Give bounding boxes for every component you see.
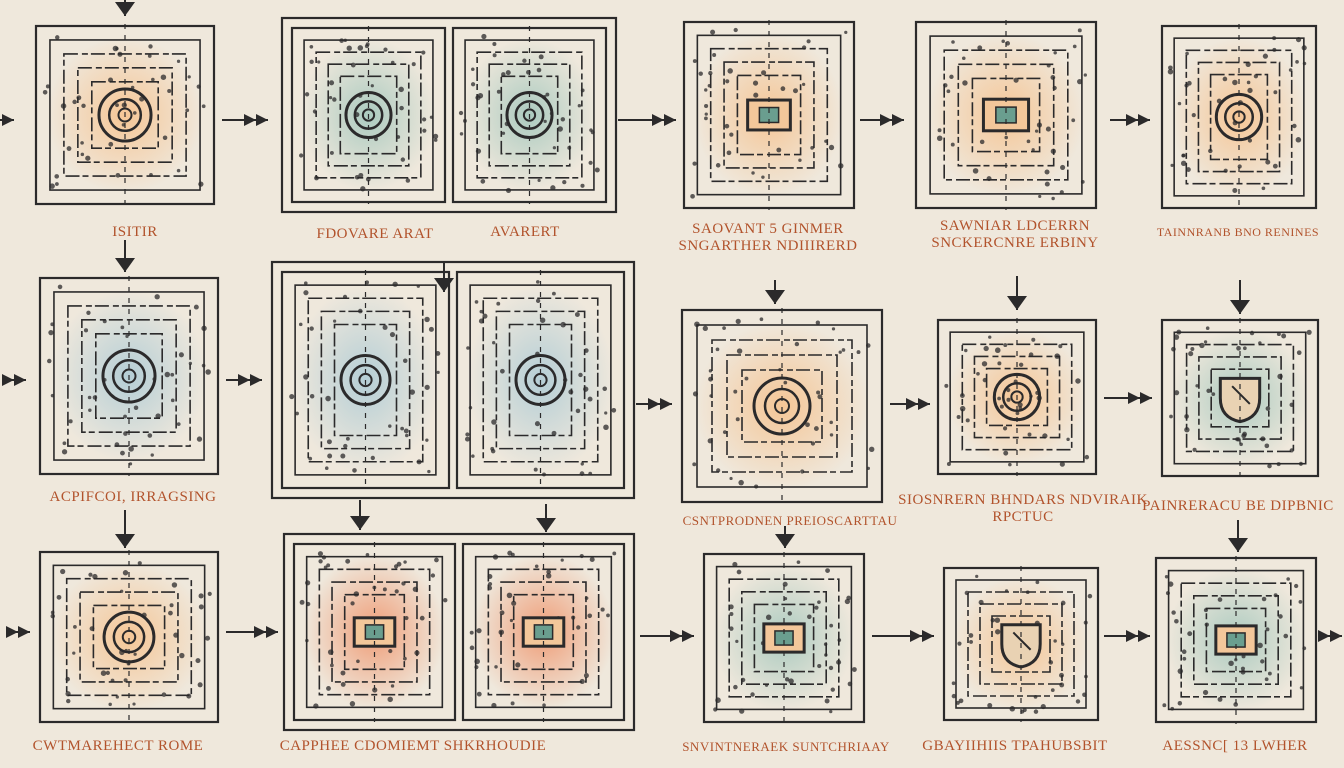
arrow-v-r3-4 bbox=[775, 526, 795, 548]
arrow-r1-2 bbox=[618, 114, 676, 126]
label-r1-1: ISITIR bbox=[112, 224, 158, 240]
label-r2-4: PAINRERACU BE DIPBNIC bbox=[1142, 498, 1334, 514]
arrow-v-r2-2 bbox=[434, 262, 454, 292]
arrow-v-r3-2 bbox=[350, 500, 370, 530]
arrow-r2-3 bbox=[890, 398, 930, 410]
label-r3-1: CWTMAREHECT ROME bbox=[32, 738, 204, 754]
label-r1-2: FDOVARE ARAT bbox=[316, 226, 434, 242]
label-r3-4: GBAYIIHIIS TPAHUBSBIT bbox=[922, 738, 1108, 754]
arrow-r3-2 bbox=[640, 630, 694, 642]
arrow-r1-3 bbox=[860, 114, 904, 126]
arrow-v-r1 bbox=[115, 0, 135, 16]
arrow-v-r3-5 bbox=[1228, 520, 1248, 552]
label-r3-2: CAPPHEE CDOMIEMT SHKRHOUDIE bbox=[279, 738, 547, 754]
arrow-r2-4 bbox=[1104, 392, 1152, 404]
label-r1-3: AVARERT bbox=[490, 224, 560, 240]
arrow-r3-in bbox=[6, 626, 30, 638]
maze-box-r3b1 bbox=[38, 550, 220, 724]
maze-box-r2b4 bbox=[936, 318, 1098, 476]
label-r1-4: SAOVANT 5 GINMER SNGARTHER NDIIIRERD bbox=[678, 221, 858, 254]
arrow-v-r2-3 bbox=[765, 280, 785, 304]
arrow-r3-4 bbox=[1104, 630, 1150, 642]
label-r3-3: SNVINTNERAEK SUNTCHRIAAY bbox=[682, 739, 890, 754]
arrow-r3-3 bbox=[872, 630, 934, 642]
arrow-v-r2-5 bbox=[1230, 280, 1250, 314]
maze-box-r2b3 bbox=[680, 308, 884, 504]
maze-box-r3b4 bbox=[942, 566, 1100, 722]
maze-box-r1b3 bbox=[682, 20, 856, 210]
maze-box-r1b2 bbox=[280, 16, 618, 214]
maze-box-r1b1 bbox=[34, 24, 216, 206]
arrow-r2-in bbox=[2, 374, 26, 386]
maze-box-r3b5 bbox=[1154, 556, 1318, 724]
arrow-r1-4 bbox=[1110, 114, 1150, 126]
arrow-r3-out bbox=[1318, 630, 1342, 642]
arrow-v-r2-4 bbox=[1007, 276, 1027, 310]
maze-box-r3b2 bbox=[282, 532, 636, 732]
arrow-r2-1 bbox=[226, 374, 262, 386]
label-r2-3: SIOSNRERN BHNDARS NDVIRAIK RPCTUC bbox=[898, 492, 1148, 525]
maze-box-r1b5 bbox=[1160, 24, 1318, 210]
label-r1-6: TAINNRANB BNO RENINES bbox=[1156, 225, 1320, 239]
maze-box-r2b1 bbox=[38, 276, 220, 476]
label-r2-2: CSNTPRODNEN PREIOSCARTTAU bbox=[682, 513, 898, 528]
maze-box-r2b5 bbox=[1160, 318, 1320, 478]
maze-box-r1b4 bbox=[914, 20, 1098, 210]
arrow-v-r3-1 bbox=[115, 510, 135, 548]
arrow-r2-2 bbox=[636, 398, 672, 410]
label-r1-5: SAWNIAR LDCERRN SNCKERCNRE ERBINY bbox=[931, 218, 1099, 251]
arrow-v-r2-1 bbox=[115, 240, 135, 272]
arrow-v-r3-3 bbox=[536, 504, 556, 532]
arrow-r1-1 bbox=[222, 114, 268, 126]
label-r3-5: AESSNC[ 13 LWHER bbox=[1162, 738, 1308, 754]
arrow-r3-1 bbox=[226, 626, 278, 638]
maze-box-r3b3 bbox=[702, 552, 866, 724]
label-r2-1: ACPIFCOI, IRRAGSING bbox=[49, 489, 217, 505]
arrow-r1-in bbox=[0, 114, 14, 126]
maze-box-r2b2 bbox=[270, 260, 636, 500]
